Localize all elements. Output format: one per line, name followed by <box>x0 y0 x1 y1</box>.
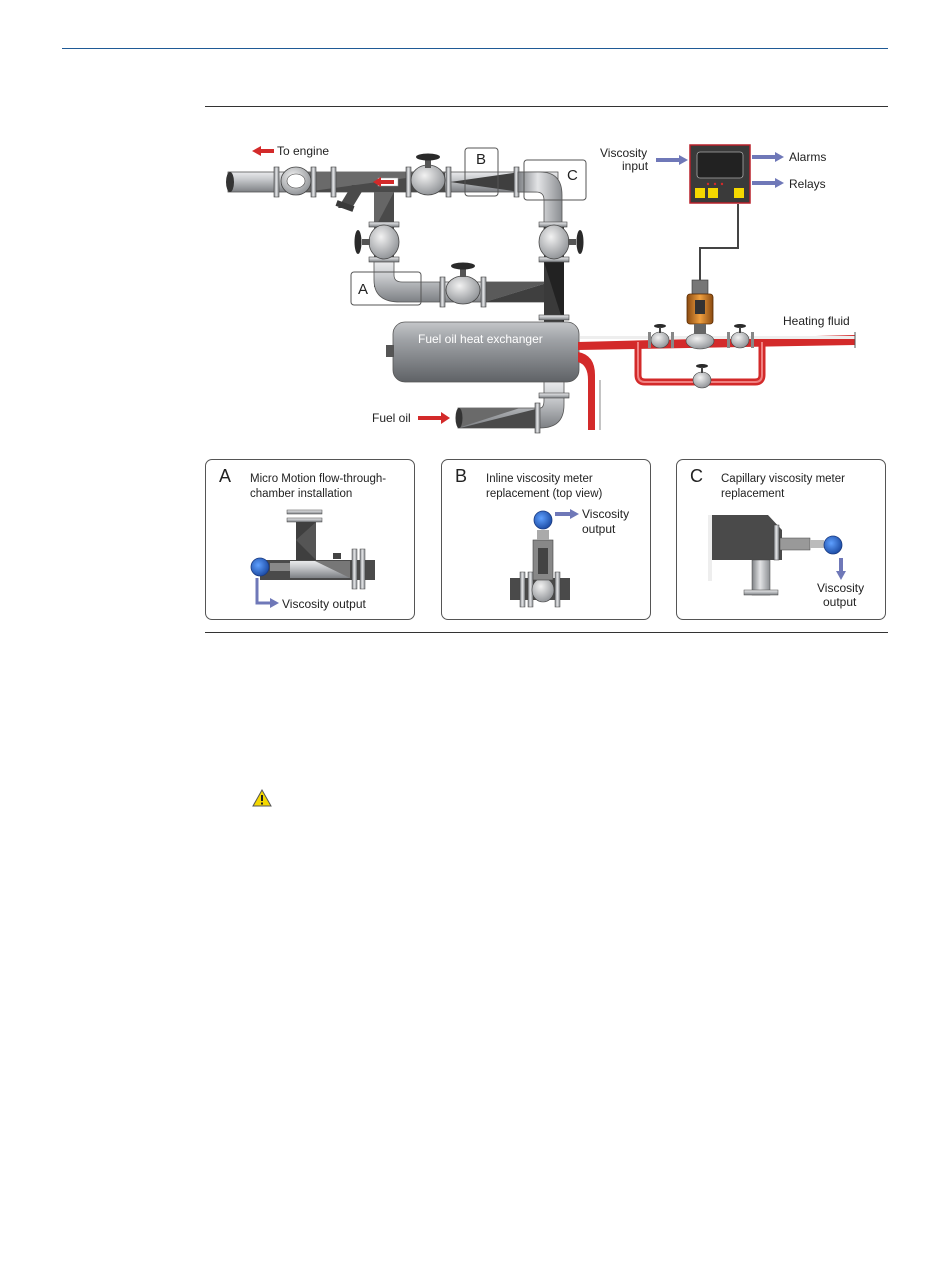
signal-cable <box>700 204 738 280</box>
viscosity-input-label-line1: Viscosity <box>600 146 647 160</box>
bypass-pipe <box>440 263 550 308</box>
heat-exchanger-label: Fuel oil heat exchanger <box>418 332 543 346</box>
panel-b-title: Inline viscosity meter replacement (top … <box>486 472 646 502</box>
viscosity-input-arrow <box>656 155 688 165</box>
fuel-oil-inlet <box>456 382 570 433</box>
panel-b-letter: B <box>455 466 467 487</box>
callout-a-label: A <box>358 281 368 298</box>
alarms-arrow <box>752 152 784 162</box>
panel-c-title: Capillary viscosity meter replacement <box>721 472 881 502</box>
panel-c-letter: C <box>690 466 703 487</box>
heating-fluid-loop <box>578 324 855 430</box>
to-engine-label: To engine <box>277 144 329 158</box>
panel-a-letter: A <box>219 466 231 487</box>
panel-b: B Inline viscosity meter replacement (to… <box>441 459 651 620</box>
panel-c: C Capillary viscosity meter replacement <box>676 459 886 620</box>
right-branch <box>539 225 584 325</box>
callout-c-label: C <box>567 167 578 184</box>
heating-fluid-label: Heating fluid <box>783 314 850 328</box>
viscosity-input-label-line2: input <box>622 159 649 173</box>
viscosity-sensor <box>687 280 713 334</box>
panel-a-title: Micro Motion flow-through-chamber instal… <box>250 472 410 502</box>
viscosity-controller <box>690 145 750 203</box>
relays-label: Relays <box>789 177 826 191</box>
heat-exchanger: Fuel oil heat exchanger <box>386 322 579 382</box>
relays-arrow <box>752 178 784 188</box>
to-engine-arrow <box>252 146 274 156</box>
fuel-oil-arrow <box>418 412 450 424</box>
fuel-oil-label: Fuel oil <box>372 411 411 425</box>
elbow-c <box>518 172 567 230</box>
panel-a: A Micro Motion flow-through-chamber inst… <box>205 459 415 620</box>
top-valve <box>411 154 445 196</box>
callout-b-label: B <box>476 151 486 168</box>
alarms-label: Alarms <box>789 150 826 164</box>
warning-triangle-icon <box>252 789 272 807</box>
